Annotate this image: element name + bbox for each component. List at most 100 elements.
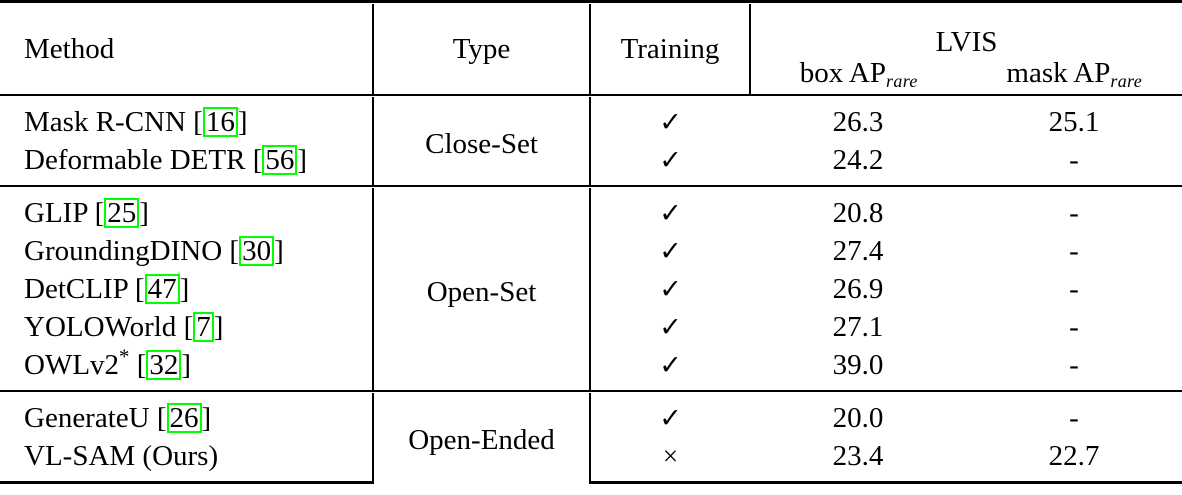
citation-open-bracket: [ — [134, 272, 145, 305]
check-icon: ✓ — [659, 106, 682, 137]
box-ap-value: 20.8 — [832, 196, 884, 229]
citation-link[interactable]: 32 — [146, 349, 182, 381]
cell-box-ap: 39.0 — [750, 346, 966, 391]
check-icon: ✓ — [659, 402, 682, 433]
cell-training: ✓ — [589, 232, 750, 270]
header-row: Method Type Training LVIS box APrare mas… — [0, 4, 1182, 95]
mask-ap-value: - — [1069, 310, 1079, 343]
method-name: VL-SAM (Ours) — [24, 439, 219, 472]
cell-type: Close-Set — [372, 97, 590, 186]
column-header-box-ap-subscript: rare — [886, 71, 918, 92]
citation-close-bracket: ] — [179, 272, 190, 305]
cell-mask-ap: - — [966, 141, 1182, 186]
column-header-type: Type — [372, 4, 590, 95]
mask-ap-value: - — [1069, 234, 1079, 267]
cell-training: ✓ — [589, 393, 750, 437]
cell-mask-ap: - — [966, 188, 1182, 232]
cell-mask-ap: 25.1 — [966, 97, 1182, 141]
citation-close-bracket: ] — [213, 310, 224, 343]
cell-box-ap: 20.0 — [750, 393, 966, 437]
mask-ap-value: - — [1069, 401, 1079, 434]
citation-close-bracket: ] — [297, 143, 308, 176]
column-header-lvis-group: LVIS box APrare mask APrare — [749, 4, 1182, 95]
citation-link[interactable]: 7 — [193, 311, 214, 343]
cell-mask-ap: 22.7 — [966, 437, 1182, 484]
citation-close-bracket: ] — [237, 105, 248, 138]
section-rule — [0, 390, 1182, 393]
box-ap-value: 39.0 — [832, 348, 884, 381]
check-icon: ✓ — [659, 197, 682, 228]
cell-box-ap: 24.2 — [750, 141, 966, 186]
table-header: Method Type Training LVIS box APrare mas… — [0, 0, 1182, 95]
cell-box-ap: 26.3 — [750, 97, 966, 141]
method-asterisk: * — [119, 344, 130, 368]
cell-training: ✓ — [589, 270, 750, 308]
cell-training: ✓ — [589, 308, 750, 346]
check-icon: ✓ — [659, 144, 682, 175]
cell-method: DetCLIP [47] — [0, 270, 373, 308]
cell-training: ✓ — [589, 141, 750, 186]
lvis-group-label: LVIS — [935, 25, 998, 58]
cell-method: GroundingDINO [30] — [0, 232, 373, 270]
column-header-box-ap-text: box AP — [799, 57, 886, 89]
check-icon: ✓ — [659, 349, 682, 380]
table-row: YOLOWorld [7] ✓ 27.1 - — [0, 308, 1182, 346]
citation-close-bracket: ] — [274, 234, 284, 267]
type-label: Open-Ended — [408, 424, 555, 457]
box-ap-value: 26.3 — [832, 105, 884, 138]
table-row: VL-SAM (Ours) × 23.4 22.7 — [0, 437, 1182, 484]
mask-ap-value: - — [1069, 143, 1079, 176]
method-name: YOLOWorld — [24, 310, 177, 343]
citation-link[interactable]: 47 — [144, 273, 180, 305]
section-rule — [0, 94, 1182, 97]
cell-training: × — [589, 437, 750, 484]
column-header-mask-ap-text: mask AP — [1006, 57, 1111, 89]
cell-method: YOLOWorld [7] — [0, 308, 373, 346]
table-row: OWLv2* [32]✓39.0- — [0, 346, 1182, 391]
table-row: Deformable DETR [56] ✓ 24.2 - — [0, 141, 1182, 186]
column-header-mask-ap: mask APrare — [967, 57, 1182, 92]
table-row: GLIP [25]Open-Set✓20.8- — [0, 188, 1182, 391]
citation-open-bracket: [ — [229, 234, 240, 267]
method-name: GenerateU — [24, 401, 150, 434]
method-name: GroundingDINO — [24, 234, 223, 267]
check-icon: ✓ — [659, 311, 682, 342]
box-ap-value: 27.4 — [832, 234, 884, 267]
box-ap-value: 20.0 — [832, 401, 884, 434]
citation-open-bracket: [ — [94, 196, 105, 229]
method-name: OWLv2 — [24, 348, 120, 381]
cell-box-ap: 27.4 — [750, 232, 966, 270]
box-ap-value: 27.1 — [832, 310, 884, 343]
citation-link[interactable]: 26 — [166, 402, 202, 434]
mask-ap-value: 25.1 — [1048, 105, 1100, 138]
citation-link[interactable]: 25 — [104, 197, 140, 229]
citation-link[interactable]: 30 — [239, 235, 275, 267]
mask-ap-value: 22.7 — [1048, 439, 1100, 472]
citation-close-bracket: ] — [201, 401, 212, 434]
top-rule — [0, 0, 1182, 4]
citation-open-bracket: [ — [183, 310, 194, 343]
column-header-method: Method — [24, 32, 115, 65]
box-ap-value: 24.2 — [832, 143, 884, 176]
cell-mask-ap: - — [966, 393, 1182, 437]
column-header-box-ap: box APrare — [751, 57, 967, 92]
cell-box-ap: 26.9 — [750, 270, 966, 308]
cell-training: ✓ — [589, 188, 750, 232]
cell-mask-ap: - — [966, 346, 1182, 391]
check-icon: ✓ — [659, 273, 682, 304]
cell-method: Mask R-CNN [16] — [0, 97, 373, 141]
method-name: Deformable DETR — [24, 143, 246, 176]
citation-link[interactable]: 56 — [262, 144, 298, 176]
column-header-mask-ap-subscript: rare — [1110, 71, 1143, 92]
cell-training: ✓ — [589, 97, 750, 141]
citation-open-bracket: [ — [252, 143, 263, 176]
method-name: GLIP — [24, 196, 88, 229]
type-label: Close-Set — [425, 127, 538, 160]
citation-link[interactable]: 16 — [202, 106, 238, 138]
citation-close-bracket: ] — [181, 348, 192, 381]
mask-ap-value: - — [1069, 272, 1079, 305]
box-ap-value: 23.4 — [832, 439, 884, 472]
cell-method: GenerateU [26] — [0, 393, 373, 437]
